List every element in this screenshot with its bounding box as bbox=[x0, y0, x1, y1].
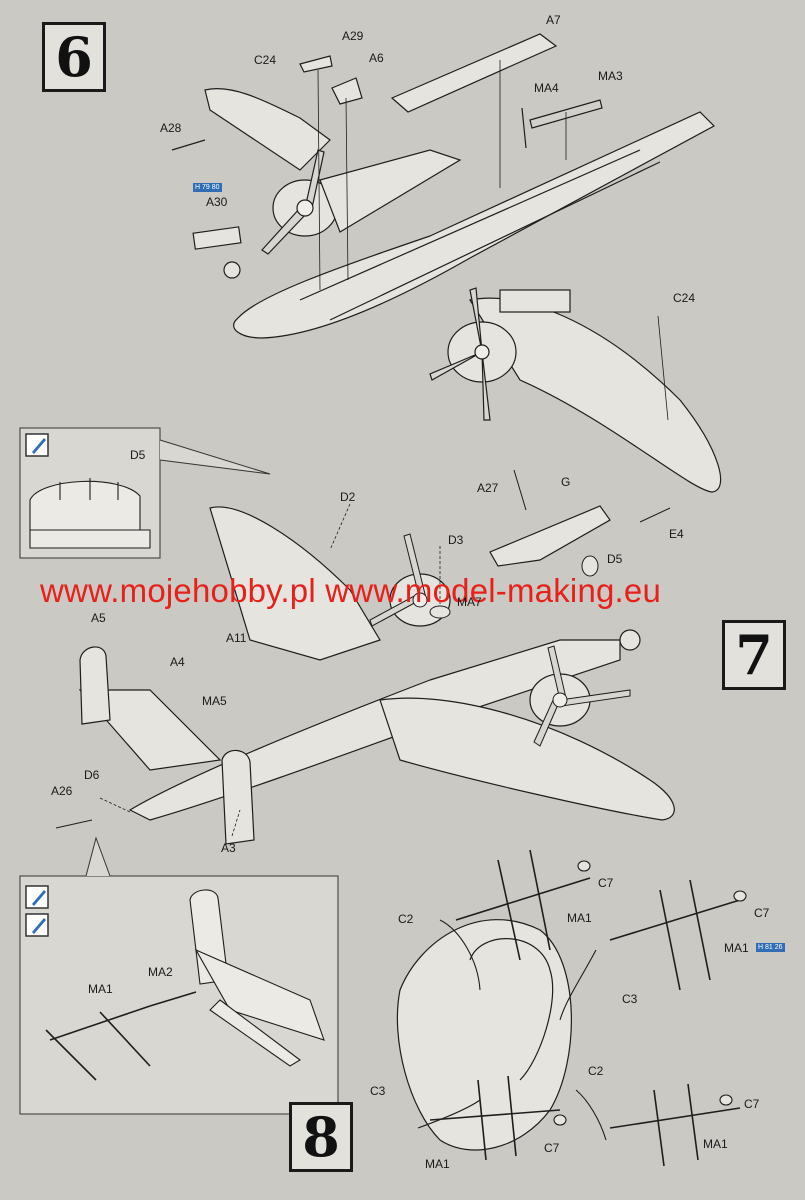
inset-antenna-drawing bbox=[45, 991, 197, 1081]
label-c2-a: C2 bbox=[398, 912, 414, 926]
label-c2-b: C2 bbox=[588, 1064, 604, 1078]
step-number-6: 6 bbox=[42, 22, 106, 92]
label-ma4: MA4 bbox=[534, 81, 559, 95]
antenna-mounts-step8 bbox=[417, 860, 747, 1141]
part-a26 bbox=[55, 819, 93, 829]
right-wing-step7 bbox=[379, 697, 675, 821]
step-number-7: 7 bbox=[722, 620, 786, 690]
label-a27: A27 bbox=[477, 481, 499, 495]
label-c7-c: C7 bbox=[744, 1097, 760, 1111]
landing-gear-step6 bbox=[223, 261, 241, 279]
label-g: G bbox=[561, 475, 571, 489]
label-c24-step6b: C24 bbox=[673, 291, 696, 305]
watermark-text: www.mojehobby.pl www.model-making.eu bbox=[40, 572, 662, 609]
paint-icon-step7 bbox=[25, 433, 49, 457]
nose-gear-step7 bbox=[619, 629, 641, 651]
horizontal-stabilizer-step7 bbox=[78, 689, 222, 771]
label-a5: A5 bbox=[91, 611, 106, 625]
canopy-g-step7 bbox=[489, 505, 611, 567]
label-c7-a: C7 bbox=[598, 876, 614, 890]
step-number-8: 8 bbox=[289, 1102, 353, 1172]
leaders-step7 bbox=[99, 503, 441, 837]
label-a30: A30 bbox=[206, 195, 228, 209]
label-a26: A26 bbox=[51, 784, 73, 798]
paint-icon-step8a bbox=[25, 885, 49, 909]
fuselage-step6 bbox=[233, 111, 715, 339]
vertical-tail-a5 bbox=[79, 646, 111, 725]
label-a6: A6 bbox=[369, 51, 384, 65]
label-ma5: MA5 bbox=[202, 694, 227, 708]
left-wing-step6 bbox=[204, 88, 331, 171]
label-c3-b: C3 bbox=[370, 1084, 386, 1098]
part-d3 bbox=[429, 605, 451, 619]
part-a6 bbox=[331, 77, 363, 105]
paint-icon-step8b bbox=[25, 913, 49, 937]
label-a11: A11 bbox=[226, 631, 247, 645]
label-ma1-d: MA1 bbox=[425, 1157, 450, 1171]
canopy-part-a7 bbox=[390, 33, 558, 113]
label-c24-step6a: C24 bbox=[254, 53, 277, 67]
label-a3: A3 bbox=[221, 841, 236, 855]
inset-canopy-drawing bbox=[29, 478, 151, 549]
label-ma7: MA7 bbox=[457, 595, 482, 609]
part-a27 bbox=[513, 469, 527, 511]
part-a28 bbox=[171, 139, 206, 151]
inset-tail-drawing bbox=[189, 889, 325, 1067]
part-badge-h81: H 81 26 bbox=[756, 943, 785, 952]
part-e4 bbox=[639, 507, 671, 523]
label-ma3: MA3 bbox=[598, 69, 623, 83]
leaders-step6 bbox=[317, 60, 669, 421]
label-a29: A29 bbox=[342, 29, 364, 43]
left-wing-step7 bbox=[209, 506, 381, 661]
label-c3-a: C3 bbox=[622, 992, 638, 1006]
small-parts-step7 bbox=[55, 469, 671, 829]
part-a30 bbox=[192, 226, 242, 250]
label-c7-d: C7 bbox=[544, 1141, 560, 1155]
part-ma4 bbox=[521, 107, 527, 149]
label-d6: D6 bbox=[84, 768, 100, 782]
vertical-tail-a3 bbox=[221, 749, 255, 845]
right-wing-step6 bbox=[429, 287, 722, 493]
part-d5 bbox=[581, 555, 599, 577]
label-e4: E4 bbox=[669, 527, 684, 541]
step7-aircraft bbox=[78, 505, 675, 845]
propellers-step7 bbox=[369, 533, 631, 747]
label-ma1-c: MA1 bbox=[703, 1137, 728, 1151]
label-d3: D3 bbox=[448, 533, 464, 547]
nose-drawing-step8 bbox=[396, 919, 572, 1151]
label-ma1-inset: MA1 bbox=[88, 982, 113, 996]
label-c7-b: C7 bbox=[754, 906, 770, 920]
label-ma2: MA2 bbox=[148, 965, 173, 979]
label-ma1-b: MA1 bbox=[724, 941, 749, 955]
step6-assembly bbox=[171, 33, 715, 339]
label-d5: D5 bbox=[607, 552, 623, 566]
part-a29 bbox=[299, 55, 333, 73]
label-a7: A7 bbox=[546, 13, 561, 27]
label-ma1-a: MA1 bbox=[567, 911, 592, 925]
label-a28: A28 bbox=[160, 121, 182, 135]
label-a4: A4 bbox=[170, 655, 185, 669]
label-d2: D2 bbox=[340, 490, 356, 504]
part-badge-h79: H 79 80 bbox=[193, 183, 222, 192]
label-d5-inset: D5 bbox=[130, 448, 146, 462]
antenna-arrays-step8 bbox=[429, 849, 741, 1167]
